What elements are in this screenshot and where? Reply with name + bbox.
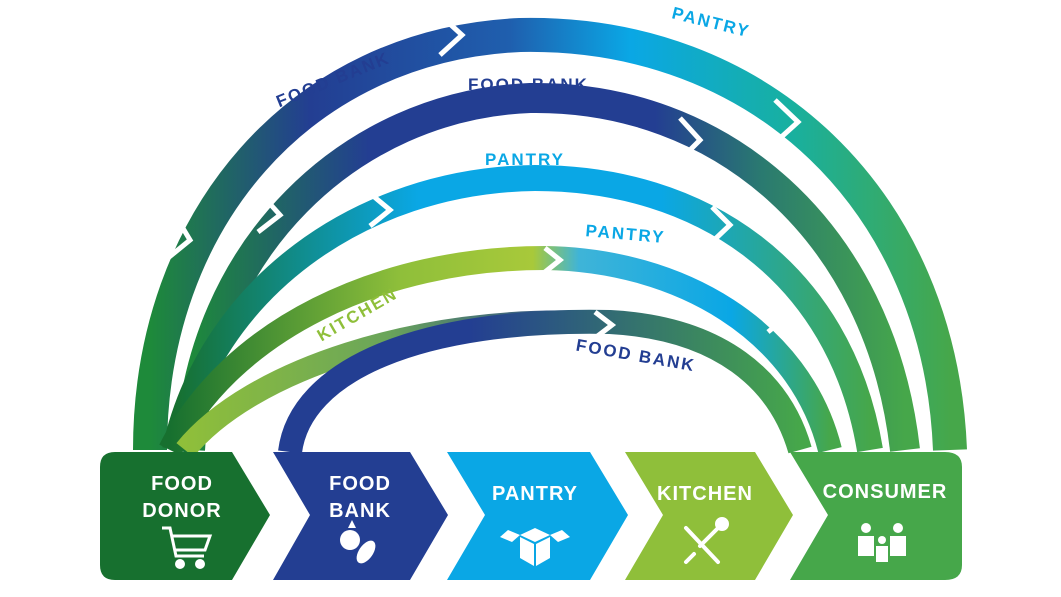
- arc-chevron-notches: [166, 13, 802, 340]
- arc-label-second-food-bank: FOOD BANK: [468, 75, 589, 94]
- open-box-icon: [500, 528, 570, 566]
- stage-food-donor: FOOD DONOR: [100, 452, 270, 580]
- stage-food-bank-label-1: FOOD: [329, 473, 391, 495]
- vegetables-icon: [340, 520, 376, 564]
- arc-second: [175, 82, 920, 452]
- utensils-icon: [684, 517, 729, 564]
- arc-label-fourth-pantry: PANTRY: [585, 221, 666, 247]
- arc-food-bank-inner: [278, 309, 812, 454]
- stage-food-bank: FOOD BANK: [273, 452, 448, 580]
- arc-label-outer-pantry: PANTRY: [670, 3, 752, 41]
- arc-outer: [133, 17, 967, 451]
- stage-kitchen-label: KITCHEN: [657, 483, 753, 505]
- stage-kitchen: KITCHEN: [625, 452, 793, 580]
- arc-fourth: [159, 245, 842, 456]
- family-icon: [858, 523, 906, 562]
- stage-consumer: CONSUMER: [790, 452, 962, 580]
- shopping-cart-icon: [162, 526, 213, 569]
- stage-pantry-label: PANTRY: [492, 483, 578, 505]
- stage-food-donor-label-1: FOOD: [151, 473, 213, 495]
- stage-consumer-label: CONSUMER: [823, 481, 948, 503]
- stage-pantry: PANTRY: [447, 452, 628, 580]
- arc-label-third-pantry: PANTRY: [485, 150, 565, 169]
- arc-third: [162, 164, 883, 453]
- stage-food-donor-label-2: DONOR: [142, 500, 221, 522]
- stage-food-bank-label-2: BANK: [329, 500, 391, 522]
